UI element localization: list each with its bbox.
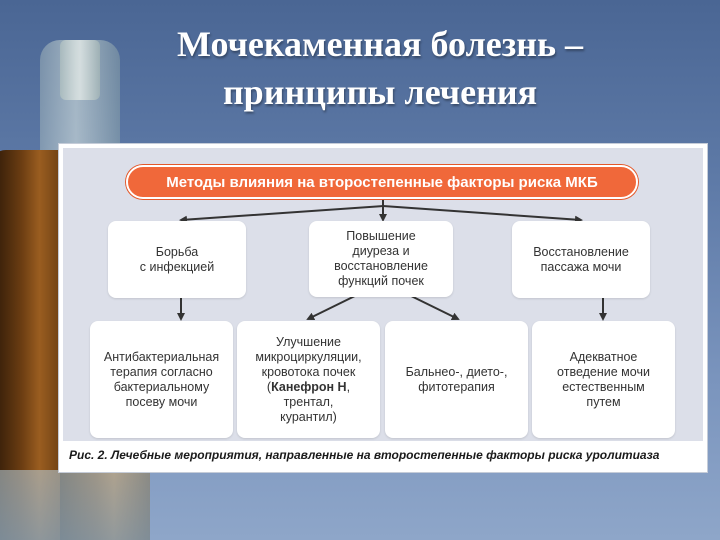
node-infection-control: Борьба с инфекцией <box>108 221 246 298</box>
node-antibacterial-therapy: Антибактериальная терапия согласно бакте… <box>90 321 233 438</box>
slide-title: Мочекаменная болезнь – принципы лечения <box>100 20 660 116</box>
drug-open-paren: ( <box>266 379 272 394</box>
slide-title-line-2: принципы лечения <box>222 72 538 112</box>
microcirculation-text-bottom: трентал, курантил) <box>280 394 337 424</box>
node-microcirculation: Улучшение микроциркуляции, кровотока поч… <box>237 321 380 438</box>
node-urine-drainage: Адекватное отведение мочи естественным п… <box>532 321 675 438</box>
node-balneo-therapy: Бальнео-, дието-, фитотерапия <box>385 321 528 438</box>
figure-panel: Методы влияния на второстепенные факторы… <box>58 143 708 473</box>
slide-title-line-1: Мочекаменная болезнь – <box>177 24 583 64</box>
glass-bottle-neck-shape <box>60 40 100 100</box>
node-diuresis-increase: Повышение диуреза и восстановление функц… <box>309 221 453 297</box>
drug-comma: , <box>346 379 351 394</box>
arrow-header-to-passage <box>382 205 583 224</box>
diagram-area: Методы влияния на второстепенные факторы… <box>63 148 703 441</box>
arrow-header-to-infection <box>179 199 384 224</box>
node-urine-passage: Восстановление пассажа мочи <box>512 221 650 298</box>
diagram-header-box: Методы влияния на второстепенные факторы… <box>126 165 638 199</box>
microcirculation-drug-line: (Канефрон Н, <box>267 380 350 395</box>
cloth-shape <box>0 470 150 540</box>
microcirculation-text-top: Улучшение микроциркуляции, кровотока поч… <box>255 334 362 379</box>
drug-name-bold: Канефрон Н <box>271 379 347 394</box>
figure-caption: Рис. 2. Лечебные мероприятия, направленн… <box>69 448 660 462</box>
